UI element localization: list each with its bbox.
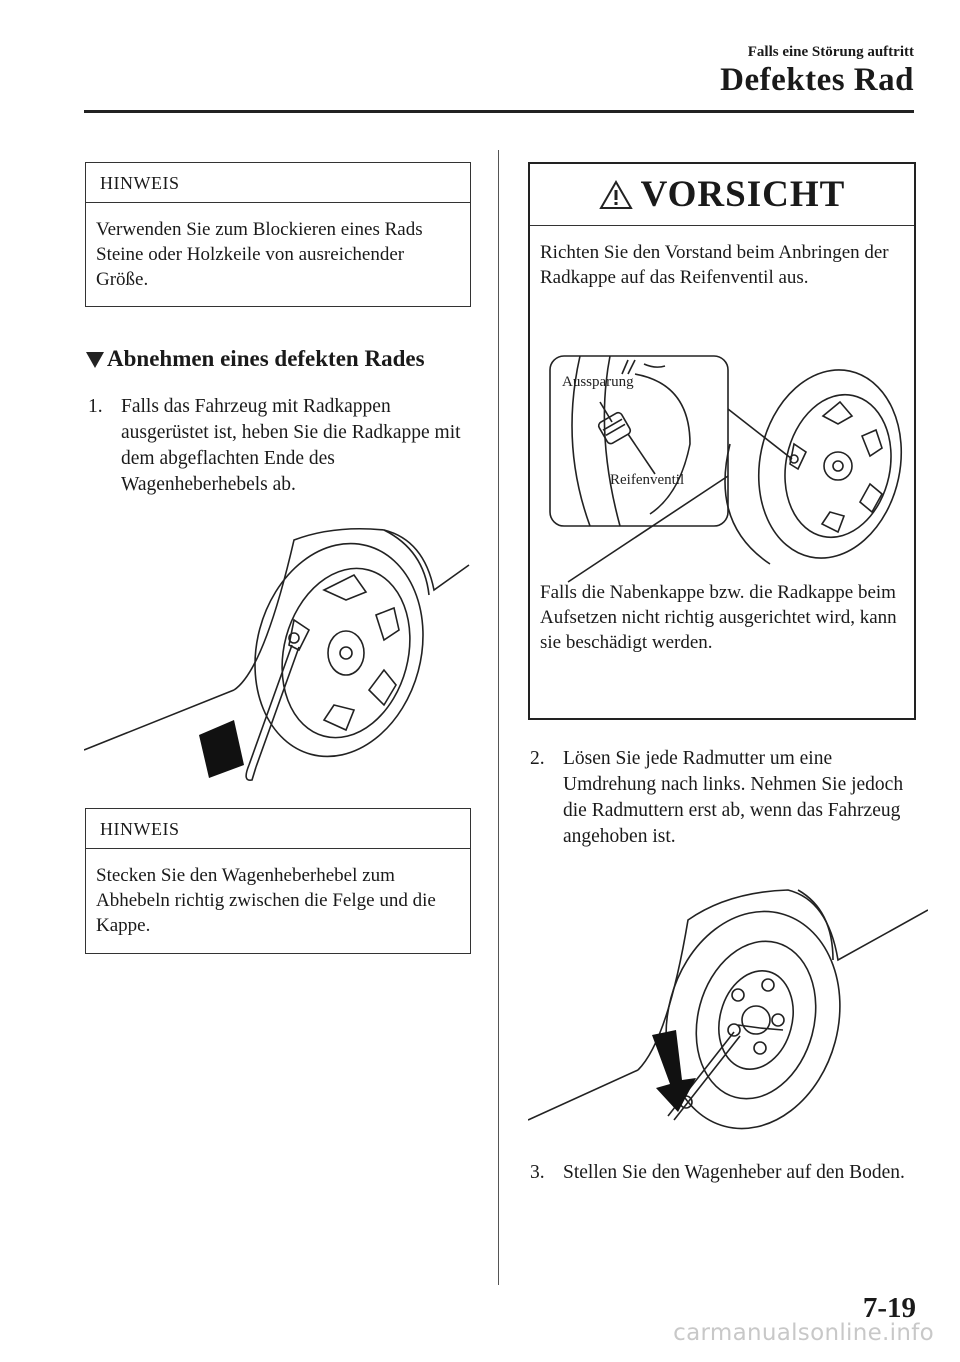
header-section-title: Falls eine Störung auftritt bbox=[747, 44, 914, 60]
note-box-blocking: HINWEIS Verwenden Sie zum Blockieren ein… bbox=[85, 162, 471, 307]
step-3: 3. Stellen Sie den Wagenheber auf den Bo… bbox=[530, 1160, 920, 1186]
watermark: carmanualsonline.info bbox=[673, 1320, 934, 1346]
note-heading: HINWEIS bbox=[86, 163, 470, 203]
label-valve: Reifenventil bbox=[610, 472, 684, 488]
step-number: 1. bbox=[88, 396, 103, 417]
note-box-lever: HINWEIS Stecken Sie den Wagenheberhebel … bbox=[85, 808, 471, 954]
triangle-bullet-icon bbox=[86, 352, 104, 368]
step-1: 1. Falls das Fahrzeug mit Radkappen ausg… bbox=[88, 394, 478, 498]
column-divider bbox=[498, 150, 499, 1285]
step-text: Lösen Sie jede Radmutter um eine Umdrehu… bbox=[563, 748, 904, 847]
note-text: Stecken Sie den Wagenheberhebel zum Abhe… bbox=[96, 865, 436, 936]
caution-header: VORSICHT bbox=[530, 164, 914, 226]
step-number: 2. bbox=[530, 748, 545, 769]
hubcap-removal-illustration bbox=[84, 528, 470, 781]
step-text: Falls das Fahrzeug mit Radkappen ausgerü… bbox=[121, 396, 461, 495]
section-heading: Abnehmen eines defekten Rades bbox=[86, 346, 425, 372]
caution-text: Richten Sie den Vorstand beim Anbringen … bbox=[540, 242, 889, 288]
page-title: Defektes Rad bbox=[720, 62, 914, 98]
label-recess: Aussparung bbox=[562, 374, 634, 390]
caution-heading: VORSICHT bbox=[640, 174, 846, 215]
lug-nut-loosening-illustration bbox=[528, 889, 928, 1130]
valve-alignment-illustration: Aussparung Reifenventil bbox=[549, 355, 903, 583]
step-2: 2. Lösen Sie jede Radmutter um eine Umdr… bbox=[530, 746, 920, 850]
caution-box: VORSICHT Richten Sie den Vorstand beim A… bbox=[528, 162, 916, 720]
warning-icon bbox=[598, 179, 633, 209]
note-text: Verwenden Sie zum Blockieren eines Rads … bbox=[96, 219, 423, 290]
page-number: 7-19 bbox=[862, 1292, 916, 1324]
section-heading-text: Abnehmen eines defekten Rades bbox=[107, 346, 425, 371]
step-number: 3. bbox=[530, 1162, 545, 1183]
note-heading: HINWEIS bbox=[86, 809, 470, 849]
header-divider bbox=[84, 110, 914, 113]
step-text: Stellen Sie den Wagenheber auf den Boden… bbox=[563, 1162, 905, 1183]
caution-warning-text: Falls die Nabenkappe bzw. die Radkappe b… bbox=[540, 582, 897, 653]
